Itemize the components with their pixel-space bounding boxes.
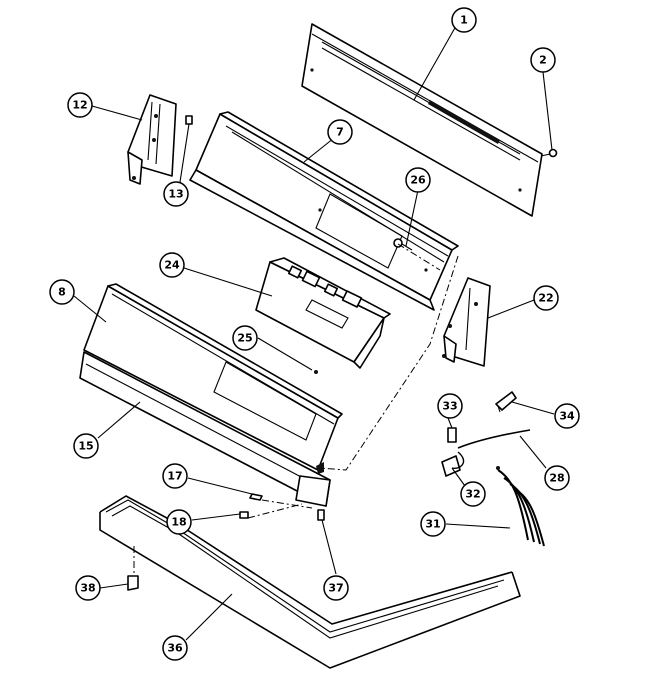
callout-26: 26 <box>405 167 431 193</box>
callout-13: 13 <box>163 181 189 207</box>
callout-15-label: 15 <box>78 440 93 453</box>
clamp-part-32 <box>441 455 461 477</box>
callout-25: 25 <box>232 325 258 351</box>
callout-24: 24 <box>159 252 185 278</box>
screw-part-17 <box>249 493 263 501</box>
callout-24-label: 24 <box>164 259 180 272</box>
callout-2-label: 2 <box>539 54 547 67</box>
callout-1: 1 <box>451 7 477 33</box>
callout-34-label: 34 <box>559 410 575 423</box>
callout-17: 17 <box>162 463 188 489</box>
callout-7: 7 <box>327 119 353 145</box>
control-board-part-24 <box>255 257 391 374</box>
clip-part-13 <box>179 115 193 183</box>
console-channel-part-7 <box>189 111 459 311</box>
callout-8-label: 8 <box>58 286 66 299</box>
callout-38: 38 <box>75 575 101 601</box>
callout-15: 15 <box>73 433 99 459</box>
callout-36-label: 36 <box>167 642 183 655</box>
callout-13-label: 13 <box>168 188 183 201</box>
callout-18-label: 18 <box>171 516 186 529</box>
callout-36: 36 <box>162 635 188 661</box>
callout-22-label: 22 <box>538 292 553 305</box>
base-frame-part-36 <box>99 495 521 669</box>
callout-1-label: 1 <box>460 14 468 27</box>
fitting-part-33 <box>447 427 457 443</box>
callout-12-label: 12 <box>72 99 87 112</box>
callout-12: 12 <box>67 92 93 118</box>
clip-part-37 <box>317 509 325 521</box>
clip-part-34 <box>495 391 517 413</box>
callout-38-label: 38 <box>80 582 95 595</box>
callout-18: 18 <box>166 509 192 535</box>
callout-37-label: 37 <box>328 582 343 595</box>
callout-28: 28 <box>544 465 570 491</box>
right-bracket-part-22 <box>442 277 491 367</box>
rear-panel-part-1 <box>301 23 543 217</box>
callout-26-label: 26 <box>410 174 426 187</box>
callout-31-label: 31 <box>425 518 440 531</box>
callout-28-label: 28 <box>549 472 564 485</box>
callout-7-label: 7 <box>336 126 344 139</box>
leader-lines <box>73 25 555 641</box>
callout-8: 8 <box>49 279 75 305</box>
lower-trim-part-15 <box>79 351 331 507</box>
left-bracket-part-12 <box>127 94 177 185</box>
callout-25-label: 25 <box>237 332 252 345</box>
clip-part-18 <box>239 511 249 519</box>
callout-33-label: 33 <box>442 400 457 413</box>
callout-33: 33 <box>437 393 463 419</box>
wiring-harness-part-31 <box>496 466 545 547</box>
callout-31: 31 <box>420 511 446 537</box>
front-panel-part-8 <box>83 283 343 474</box>
screw-part-2 <box>540 148 558 158</box>
callout-22: 22 <box>533 285 559 311</box>
callout-32: 32 <box>460 481 486 507</box>
callout-17-label: 17 <box>167 470 182 483</box>
callout-37: 37 <box>323 575 349 601</box>
callout-2: 2 <box>530 47 556 73</box>
hose-part-28 <box>451 429 531 469</box>
callout-32-label: 32 <box>465 488 480 501</box>
callout-34: 34 <box>554 403 580 429</box>
clip-part-38 <box>127 575 139 591</box>
